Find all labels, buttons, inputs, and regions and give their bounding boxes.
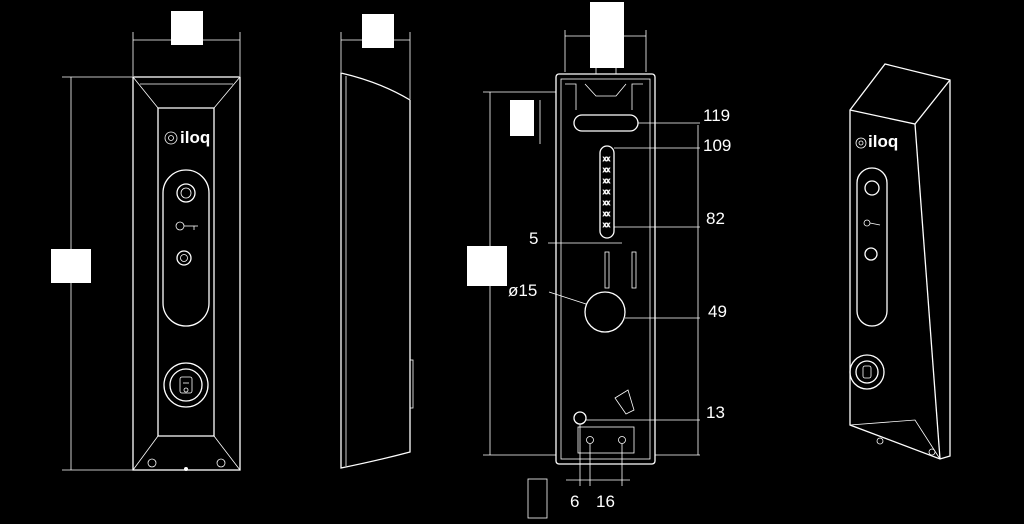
back-body-outline <box>555 73 656 465</box>
svg-text:xx: xx <box>603 178 611 185</box>
front-view: iloq <box>51 11 241 471</box>
screw-hole-icon <box>147 458 157 468</box>
dim-diameter-15: ø15 <box>508 281 537 300</box>
lock-cylinder-icon <box>163 362 209 408</box>
front-dot-icon <box>184 467 188 471</box>
svg-text:xx: xx <box>603 211 611 218</box>
side-view <box>340 14 414 469</box>
persp-button-icon <box>864 247 878 261</box>
svg-text:xx: xx <box>603 189 611 196</box>
persp-key-icon <box>863 219 881 227</box>
top-slot <box>573 114 639 132</box>
iloq-logo-persp: iloq <box>855 132 898 151</box>
led-ring-icon <box>176 183 196 203</box>
persp-cylinder-icon <box>849 354 885 390</box>
bottom-hole-icon <box>618 436 626 444</box>
front-height-label-box <box>51 249 91 283</box>
persp-reader-panel <box>856 167 888 327</box>
back-slot-right <box>631 251 637 289</box>
screw-hole-icon <box>216 458 226 468</box>
side-depth-label-box <box>362 14 394 48</box>
dim-119: 119 <box>703 106 730 125</box>
front-face-outline <box>157 107 215 437</box>
dim-13: 13 <box>706 403 725 422</box>
back-top-label-box <box>590 2 624 68</box>
dim-109: 109 <box>703 136 731 155</box>
front-width-label-box <box>171 11 203 45</box>
persp-led-icon <box>864 180 880 196</box>
svg-text:xx: xx <box>603 156 611 163</box>
logo-text-persp: iloq <box>868 132 898 151</box>
dim-82: 82 <box>706 209 725 228</box>
cable-hole <box>584 291 626 333</box>
button-ring-icon <box>176 250 192 266</box>
dim-16: 16 <box>596 492 615 511</box>
connector-strip <box>599 145 615 239</box>
dim-5: 5 <box>529 229 538 248</box>
reader-panel <box>162 169 210 327</box>
side-body-outline <box>340 72 411 469</box>
svg-text:xx: xx <box>603 200 611 207</box>
bottom-outline-box <box>527 478 548 519</box>
back-slot-height-label-box <box>510 100 534 136</box>
key-icon <box>175 221 198 231</box>
dim-6: 6 <box>570 492 579 511</box>
screw-hole-icon <box>876 437 884 445</box>
screw-hole-back <box>573 411 587 425</box>
iloq-logo: iloq <box>164 128 210 147</box>
latch-icon <box>614 389 635 415</box>
dim-49: 49 <box>708 302 727 321</box>
logo-text: iloq <box>180 128 210 147</box>
screw-hole-icon <box>928 448 936 456</box>
back-slot-left <box>604 251 610 289</box>
bottom-hole-icon <box>586 436 594 444</box>
svg-text:xx: xx <box>603 222 611 229</box>
perspective-view: iloq <box>849 63 951 460</box>
back-view: xx xx xx xx xx xx xx <box>467 2 731 519</box>
svg-text:xx: xx <box>603 167 611 174</box>
back-height-label-box <box>467 246 507 286</box>
